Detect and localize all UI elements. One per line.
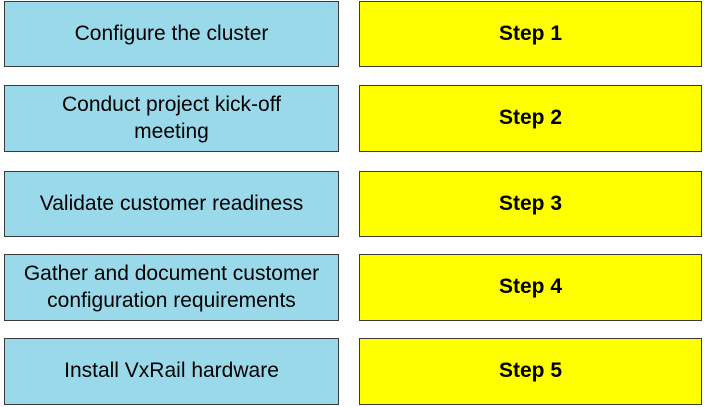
action-item-kickoff-meeting[interactable]: Conduct project kick-off meeting [4,85,339,152]
step-label: Step 2 [498,106,563,130]
action-item-validate-readiness[interactable]: Validate customer readiness [4,171,339,237]
step-slot-3[interactable]: Step 3 [359,171,702,237]
action-item-label: Gather and document customer configurati… [23,262,320,312]
action-item-install-hardware[interactable]: Install VxRail hardware [4,338,339,405]
action-item-gather-requirements[interactable]: Gather and document customer configurati… [4,254,339,321]
step-label: Step 1 [498,21,563,45]
action-item-label: Install VxRail hardware [64,359,279,383]
step-slot-5[interactable]: Step 5 [359,338,702,405]
step-slot-1[interactable]: Step 1 [359,1,702,67]
action-item-label: Validate customer readiness [39,191,304,215]
step-label: Step 3 [498,191,563,215]
step-slot-4[interactable]: Step 4 [359,254,702,321]
action-item-configure-cluster[interactable]: Configure the cluster [4,1,339,67]
action-item-label: Configure the cluster [74,21,269,45]
step-label: Step 5 [498,359,563,383]
step-slot-2[interactable]: Step 2 [359,85,702,152]
step-label: Step 4 [498,275,563,299]
action-item-label: Conduct project kick-off meeting [61,93,282,143]
